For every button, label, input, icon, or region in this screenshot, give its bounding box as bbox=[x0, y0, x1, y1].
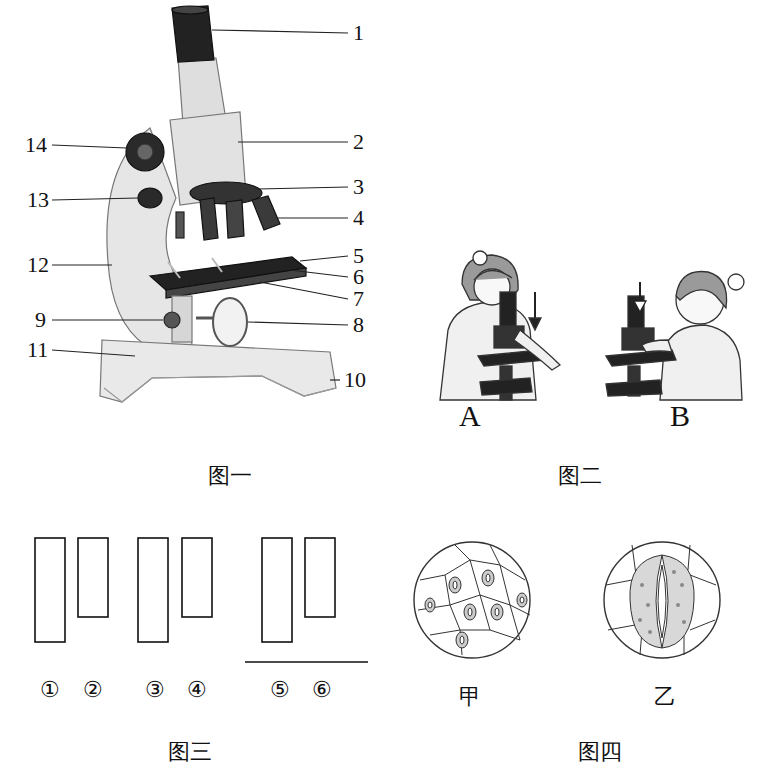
figure-caption: 图一 bbox=[208, 465, 252, 487]
panel-letter: A bbox=[459, 401, 481, 431]
callout-number: 1 bbox=[353, 22, 364, 44]
panel-letter: 甲 bbox=[459, 686, 481, 708]
figure-caption: 图三 bbox=[168, 741, 212, 763]
panel-letter: ⑤ bbox=[270, 679, 290, 701]
microscope bbox=[100, 6, 336, 402]
leader-lines bbox=[52, 30, 348, 380]
callout-number: 13 bbox=[27, 189, 49, 211]
panel-letter: ⑥ bbox=[312, 679, 332, 701]
callout-number: 6 bbox=[353, 266, 364, 288]
figure-caption: 图四 bbox=[578, 741, 622, 763]
callout-number: 8 bbox=[353, 314, 364, 336]
panel-letter: B bbox=[670, 401, 690, 431]
callout-number: 12 bbox=[27, 254, 49, 276]
view-yi bbox=[604, 542, 720, 658]
lens-rectangles bbox=[35, 538, 368, 662]
panel-letter: ② bbox=[83, 679, 103, 701]
callout-number: 14 bbox=[25, 134, 47, 156]
girl-b bbox=[606, 272, 744, 401]
callout-number: 11 bbox=[27, 339, 48, 361]
callout-number: 3 bbox=[353, 176, 364, 198]
figure-caption: 图二 bbox=[558, 465, 602, 487]
panel-letter: ③ bbox=[145, 679, 165, 701]
callout-number: 5 bbox=[353, 245, 364, 267]
callout-number: 4 bbox=[353, 207, 364, 229]
girl-a bbox=[440, 251, 560, 400]
callout-number: 2 bbox=[353, 131, 364, 153]
callout-number: 7 bbox=[353, 288, 364, 310]
panel-letter: ① bbox=[40, 679, 60, 701]
view-jia bbox=[414, 542, 530, 658]
panel-letter: ④ bbox=[187, 679, 207, 701]
callout-number: 9 bbox=[35, 309, 46, 331]
panel-letter: 乙 bbox=[654, 686, 676, 708]
callout-number: 10 bbox=[344, 369, 366, 391]
